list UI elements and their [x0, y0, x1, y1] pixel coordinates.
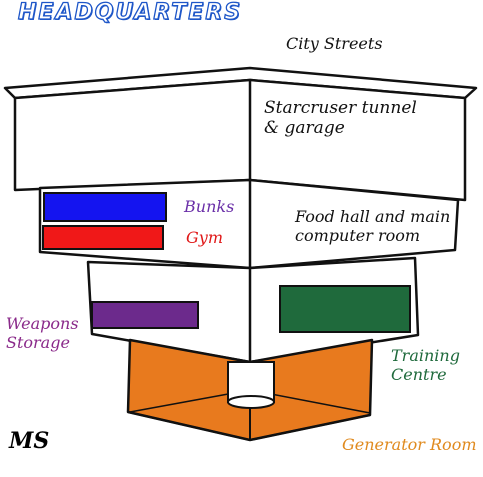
food-label-line1: Food hall and main	[295, 207, 451, 226]
food-label-line2: computer room	[295, 226, 421, 246]
tunnel-label-line2: & garage	[264, 118, 345, 139]
weapons-storage-label: Weapons Storage	[6, 314, 79, 352]
headquarters-title: HEADQUARTERS	[17, 0, 243, 26]
training-centre-room	[279, 285, 411, 333]
tunnel-garage-label: Starcruser tunnel & garage	[264, 98, 417, 139]
training-label-line1: Training	[391, 346, 460, 365]
weapons-label-line2: Storage	[6, 333, 70, 353]
generator-room-label: Generator Room	[342, 435, 477, 454]
tunnel-label-line1: Starcruser tunnel	[264, 98, 417, 118]
weapons-label-line1: Weapons	[6, 314, 79, 333]
city-streets-label: City Streets	[286, 34, 383, 53]
signature-initials: MS	[9, 428, 50, 454]
bunks-room	[43, 192, 167, 222]
central-shaft-base	[227, 395, 275, 409]
training-label-line2: Centre	[391, 365, 447, 385]
generator-floor-left	[127, 411, 251, 441]
bunks-label: Bunks	[184, 197, 235, 216]
training-centre-label: Training Centre	[391, 346, 460, 384]
generator-floor-right	[249, 414, 371, 441]
weapons-storage-room	[91, 301, 199, 329]
food-hall-label: Food hall and main computer room	[295, 207, 450, 245]
gym-room	[42, 225, 164, 250]
gym-label: Gym	[186, 228, 223, 247]
